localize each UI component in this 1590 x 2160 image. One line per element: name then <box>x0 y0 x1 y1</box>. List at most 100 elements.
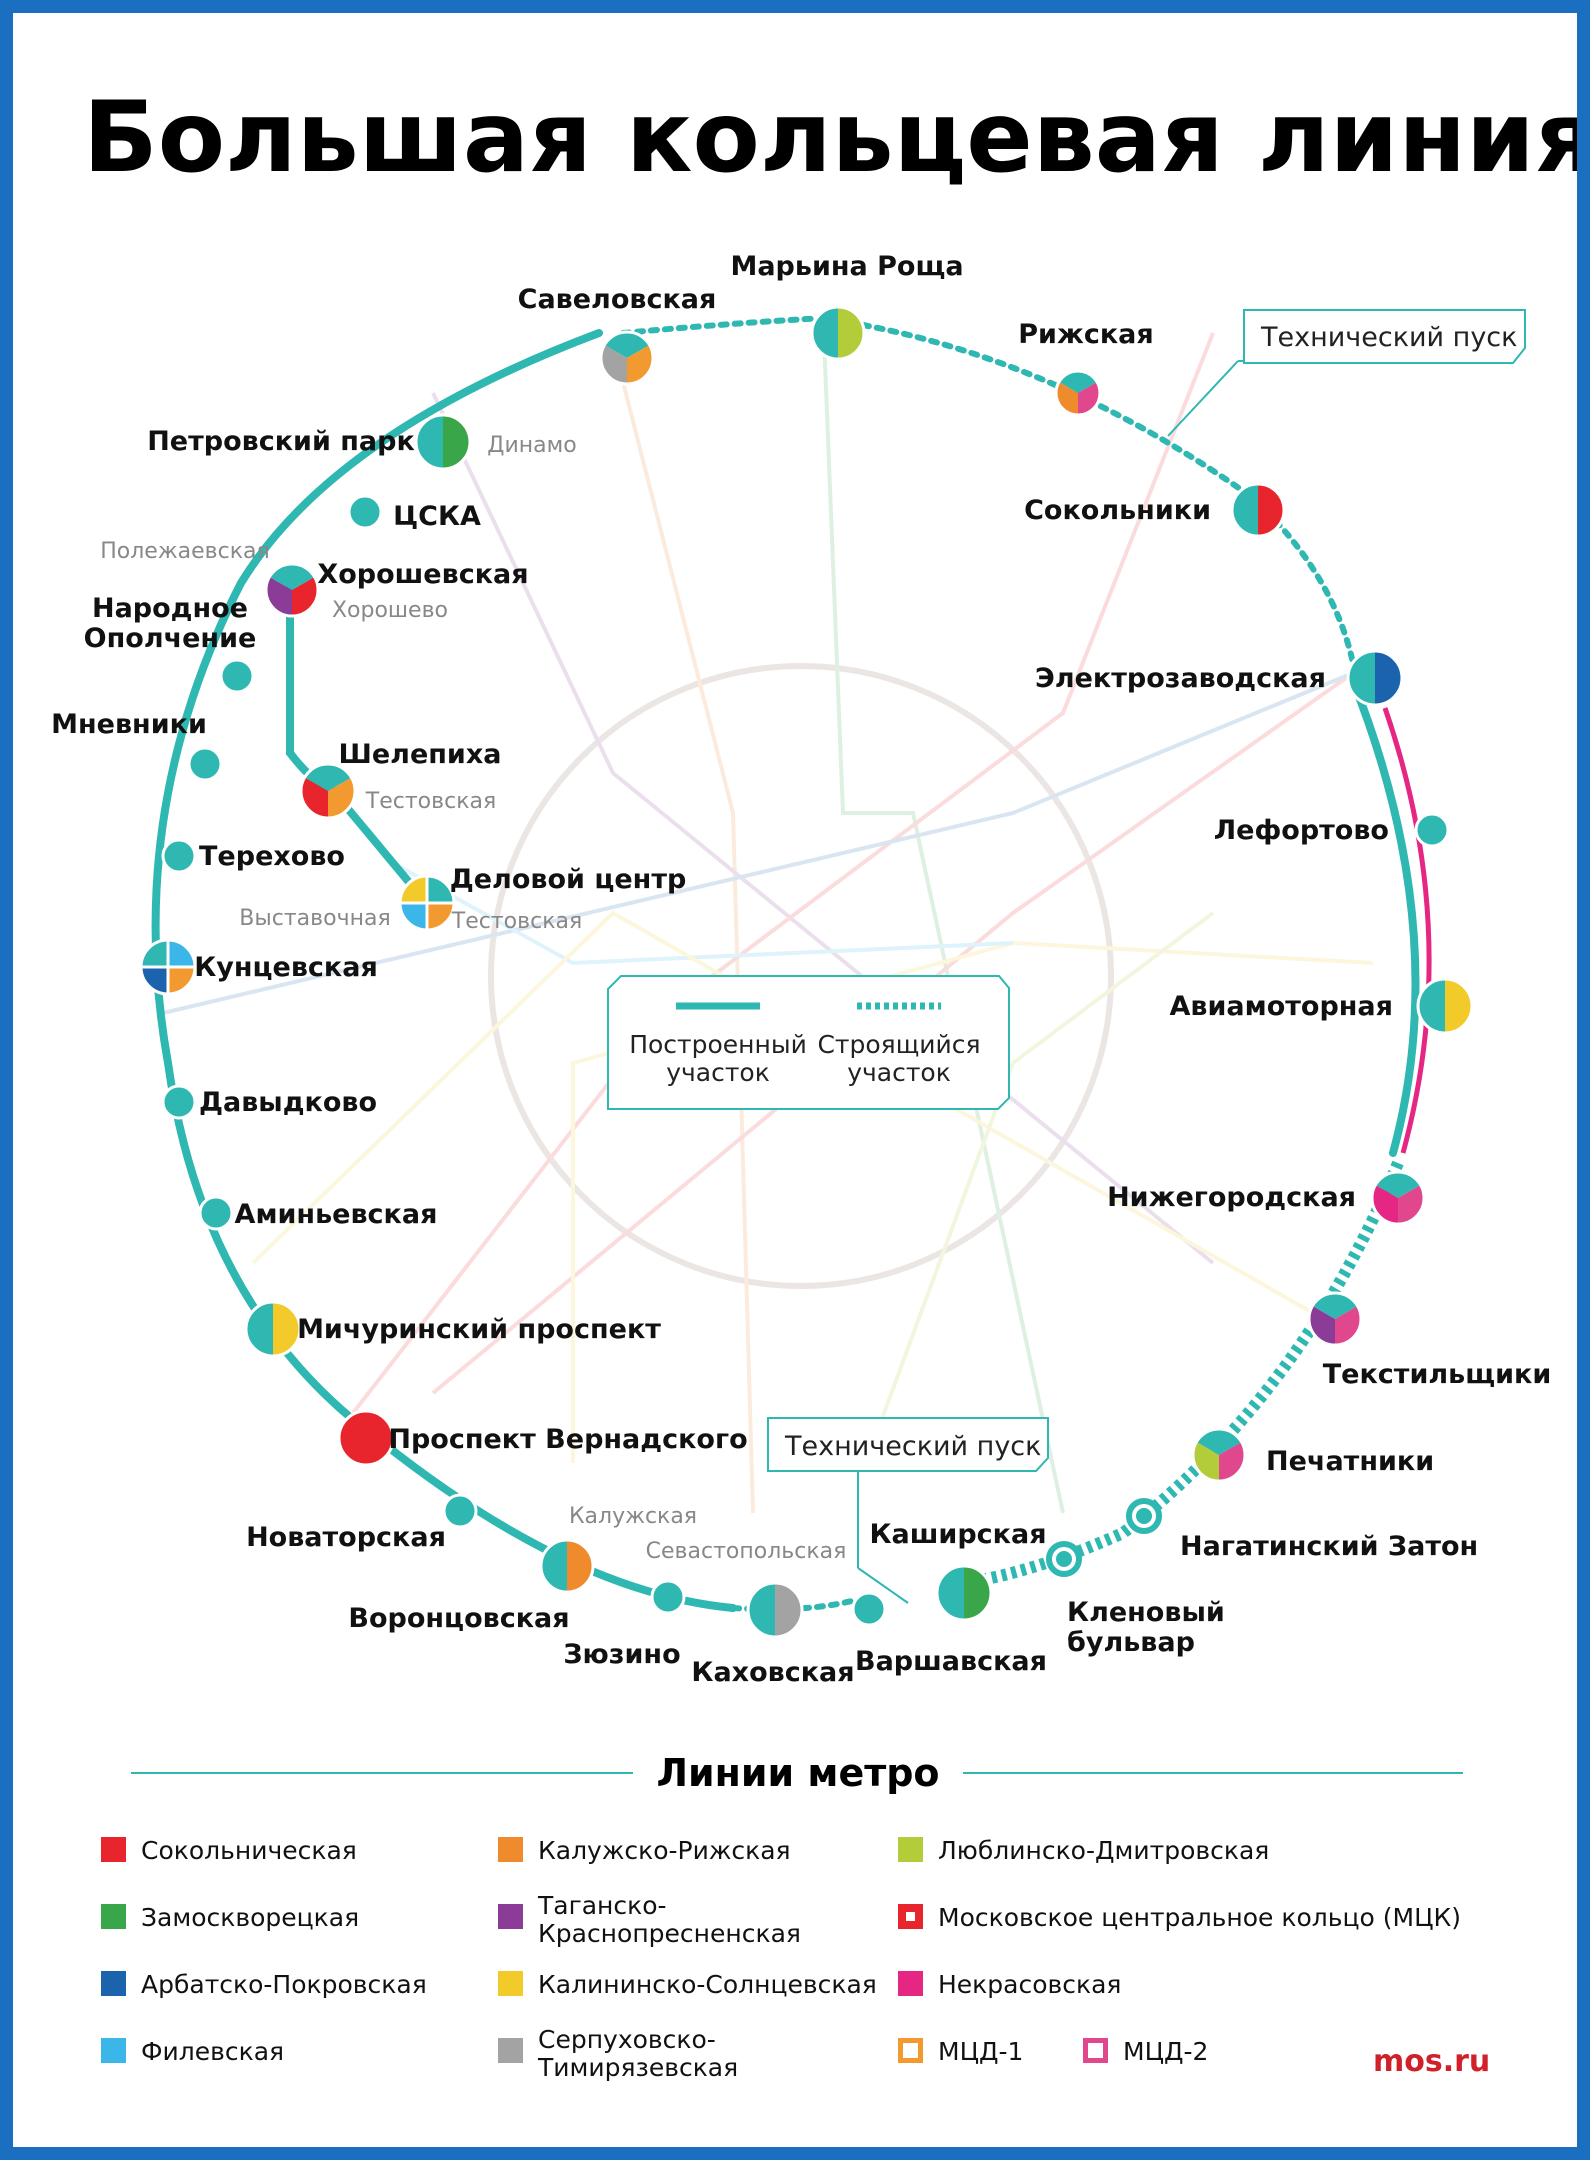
station-marker-icon <box>1126 1498 1162 1534</box>
station-савеловская[interactable]: Савеловская <box>518 284 717 386</box>
transfer-station-name: Севастопольская <box>646 1539 847 1564</box>
legend-swatch-icon <box>101 1837 126 1862</box>
station-кунцевская[interactable]: Кунцевская Выставочная <box>139 906 391 996</box>
station-marker-icon <box>1416 977 1474 1035</box>
station-name: Текстильщики <box>1323 1359 1552 1390</box>
station-name: ЦСКА <box>393 501 481 532</box>
svg-text:участок: участок <box>666 1058 770 1087</box>
station-marker-icon <box>161 1084 197 1120</box>
station-текстильщики[interactable]: Текстильщики <box>1307 1291 1552 1390</box>
station-рижская[interactable]: Рижская <box>1018 319 1154 417</box>
station-каширская[interactable]: Каширская <box>869 1519 1047 1622</box>
station-варшавская[interactable]: Варшавская <box>851 1591 1047 1677</box>
station-name: Нагатинский Затон <box>1180 1531 1478 1562</box>
station-мичуринский-проспект[interactable]: Мичуринский проспект <box>244 1300 661 1358</box>
station-name: Петровский парк <box>147 426 415 457</box>
station-marker-icon <box>219 658 255 694</box>
station-marker-icon <box>337 1409 395 1467</box>
station-marker-icon <box>347 494 383 530</box>
legend-swatch-icon <box>898 1971 923 1996</box>
station-name: Каширская <box>869 1519 1046 1550</box>
legend-item-таганско-: Таганско-Краснопресненская <box>498 1891 801 1948</box>
legend-item-label: МЦД-2 <box>1123 2037 1208 2066</box>
station-name: Новаторская <box>246 1522 446 1553</box>
station-проспект-вернадского[interactable]: Проспект Вернадского <box>337 1409 748 1467</box>
legend-item-мцд-1: МЦД-1 <box>898 2037 1023 2066</box>
station-лефортово[interactable]: Лефортово <box>1214 812 1450 848</box>
station-name: Проспект Вернадского <box>388 1424 747 1455</box>
station-авиамоторная[interactable]: Авиамоторная <box>1170 977 1474 1035</box>
station-name: Мичуринский проспект <box>297 1314 661 1345</box>
station-name: Кунцевская <box>194 952 378 983</box>
station-сокольники[interactable]: Сокольники <box>1024 482 1286 538</box>
legend-item-label: Сокольническая <box>141 1836 357 1865</box>
station-marker-icon <box>187 746 223 782</box>
station-марьина-роща[interactable]: Марьина Роща <box>730 251 964 361</box>
station-marker-icon <box>1191 1427 1247 1483</box>
legend: Линии метро СокольническаяЗамоскворецкая… <box>101 1751 1463 2082</box>
station-name: Воронцовская <box>348 1603 569 1634</box>
station-marker-icon <box>650 1579 686 1615</box>
legend-swatch-icon <box>1083 2038 1108 2063</box>
legend-item-label-line2: Тимирязевская <box>537 2053 738 2082</box>
station-marker-icon <box>810 305 866 361</box>
station-marker-icon <box>244 1300 302 1358</box>
station-терехово[interactable]: Терехово <box>161 838 345 874</box>
legend-item-label: Московское центральное кольцо (МЦК) <box>938 1903 1461 1932</box>
built-segment-east <box>1349 677 1420 1157</box>
station-marker-icon <box>599 330 655 386</box>
station-мневники[interactable]: Мневники <box>51 709 223 782</box>
station-name: Электрозаводская <box>1035 663 1326 694</box>
station-marker-icon <box>1054 369 1102 417</box>
stations: Марьина РощаРижскаяСокольникиЭлектрозаво… <box>51 251 1551 1688</box>
dashed-top-right <box>860 322 1356 666</box>
station-name: Нижегородская <box>1107 1182 1356 1213</box>
station-name: Авиамоторная <box>1170 991 1393 1022</box>
building-key-label: Строящийся <box>817 1030 980 1059</box>
tech-start-top-box: Технический пуск <box>1243 309 1526 364</box>
built-key-label: Построенный <box>629 1030 807 1059</box>
background-metro <box>162 312 1374 1514</box>
station-аминьевская[interactable]: Аминьевская <box>198 1195 437 1231</box>
station-name: Терехово <box>199 841 345 872</box>
station-name: Зюзино <box>563 1639 680 1670</box>
station-name-line2: Ополчение <box>84 623 257 654</box>
station-marker-icon <box>161 838 197 874</box>
legend-item-label-line2: Краснопресненская <box>538 1919 801 1948</box>
legend-item-московское-центральное-кольцо-мцк: Московское центральное кольцо (МЦК) <box>898 1903 1461 1932</box>
station-новаторская[interactable]: Новаторская <box>246 1493 478 1553</box>
legend-swatch-icon <box>898 1904 923 1929</box>
legend-item-label: Калужско-Рижская <box>538 1836 791 1865</box>
station-цска[interactable]: ЦСКА <box>347 494 481 532</box>
station-электрозаводская[interactable]: Электрозаводская <box>1035 649 1404 707</box>
station-печатники[interactable]: Печатники <box>1191 1427 1434 1483</box>
station-marker-icon <box>398 874 456 932</box>
station-давыдково[interactable]: Давыдково <box>161 1084 377 1120</box>
transfer-station-name: Выставочная <box>239 906 390 931</box>
station-name: Деловой центр <box>450 864 687 895</box>
station-name: Лефортово <box>1214 815 1389 846</box>
station-нагатинский-затон[interactable]: Нагатинский Затон <box>1126 1498 1478 1562</box>
legend-item-label: Замоскворецкая <box>141 1903 359 1932</box>
legend-item-label: Арбатско-Покровская <box>141 1970 427 1999</box>
dashed-top-left <box>620 315 828 336</box>
station-name: Давыдково <box>199 1087 377 1118</box>
nekrasovka-line <box>1382 707 1432 1154</box>
station-нижегородская[interactable]: Нижегородская <box>1107 1170 1426 1226</box>
transfer-station-name: Тестовская <box>451 909 582 934</box>
legend-swatch-icon <box>101 1904 126 1929</box>
legend-item-калининско-солнцевская: Калининско-Солнцевская <box>498 1970 877 1999</box>
station-зюзино[interactable]: Зюзино <box>563 1579 686 1670</box>
svg-text:Технический пуск: Технический пуск <box>784 1431 1041 1462</box>
legend-swatch-icon <box>101 2038 126 2063</box>
station-name: Сокольники <box>1024 495 1211 526</box>
station-marker-icon <box>264 562 320 618</box>
